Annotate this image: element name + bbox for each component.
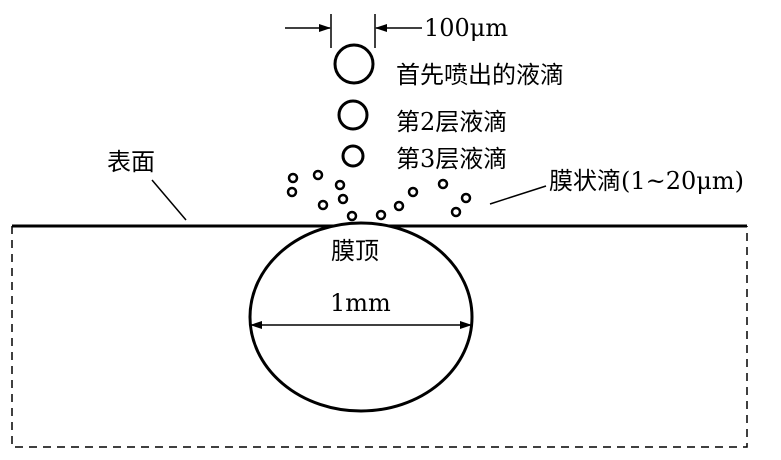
second-layer-droplet: [337, 99, 369, 131]
film-droplet: [437, 178, 449, 190]
surface-leader-line: [151, 179, 187, 221]
film-droplet: [317, 199, 329, 211]
film-droplet: [450, 206, 462, 218]
film-droplet: [407, 186, 419, 198]
third-layer-label: 第3层液滴: [396, 145, 507, 173]
diameter-label: 100μm: [424, 14, 508, 42]
film-droplet: [393, 200, 405, 212]
liquid-body-outline: [11, 226, 748, 448]
film-droplets-leader-line: [489, 185, 547, 205]
film-top-label: 膜顶: [331, 237, 379, 265]
second-layer-label: 第2层液滴: [396, 108, 507, 136]
first-ejected-droplet: [333, 43, 375, 85]
film-droplets-label: 膜状滴(1~20μm): [549, 167, 744, 195]
film-droplet: [460, 192, 472, 204]
cavity-width-label: 1mm: [330, 289, 391, 317]
film-droplet: [337, 193, 349, 205]
film-droplet-spray: [286, 169, 472, 222]
surface-label: 表面: [107, 148, 155, 176]
film-droplet: [334, 179, 346, 191]
film-droplet: [375, 209, 387, 221]
third-layer-droplet: [341, 144, 365, 168]
bubble-cavity: [248, 221, 474, 413]
film-droplet: [287, 172, 299, 184]
film-droplet: [346, 210, 358, 222]
film-droplet: [312, 169, 324, 181]
first-droplet-label: 首先喷出的液滴: [396, 61, 564, 89]
film-droplet: [286, 186, 298, 198]
